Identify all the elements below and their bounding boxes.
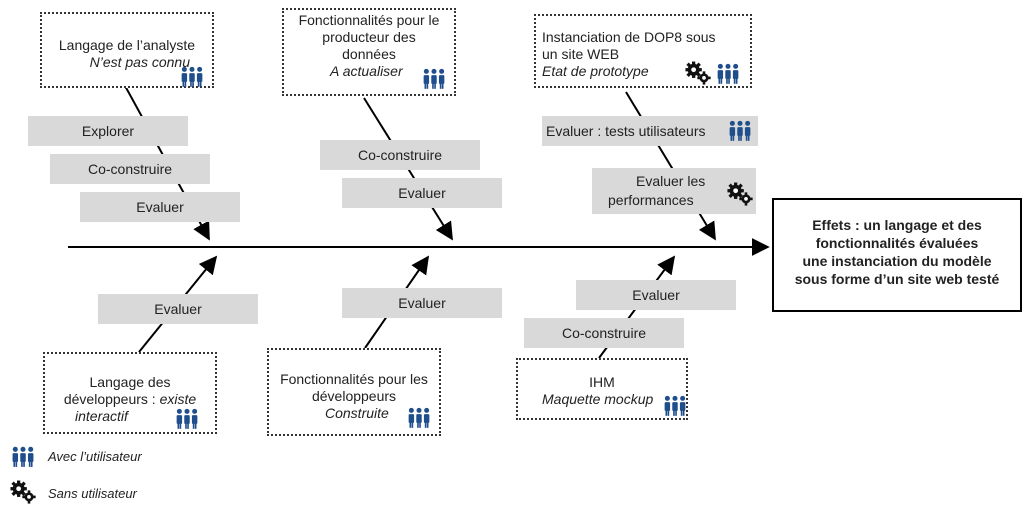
tag-evaluer: Evaluer xyxy=(98,294,258,324)
producer-features-box: Fonctionnalités pour le producteur des d… xyxy=(282,8,456,96)
dev-features-box: Fonctionnalités pour les développeurs Co… xyxy=(267,348,441,436)
users-icon xyxy=(716,63,740,85)
box-status: N’est pas connu xyxy=(89,54,190,70)
box-line: données xyxy=(342,46,396,62)
tag-evaluer: Evaluer xyxy=(576,280,736,310)
tag-performance: Evaluer les performances xyxy=(592,168,756,214)
box-line: Fonctionnalités pour les xyxy=(280,371,428,387)
tag-evaluer: Evaluer xyxy=(80,192,240,222)
tag-co-construire: Co-construire xyxy=(320,140,480,170)
box-text: développeurs : xyxy=(63,391,160,407)
tag-co-construire: Co-construire xyxy=(524,318,684,348)
users-icon xyxy=(10,446,36,468)
box-line: un site WEB xyxy=(542,46,620,62)
box-line: Fonctionnalités pour le xyxy=(298,12,440,28)
effect-line: sous forme d’un site web testé xyxy=(794,271,1000,287)
tag-label: performances xyxy=(608,192,694,208)
tag-label: Evaluer les xyxy=(636,173,706,189)
users-icon xyxy=(175,408,199,430)
box-status: interactif xyxy=(75,408,128,424)
legend-without-user: Sans utilisateur xyxy=(48,486,137,501)
branch-dop8 xyxy=(625,91,716,241)
tag-label: Evaluer : tests utilisateurs xyxy=(546,123,706,139)
gears-icon xyxy=(684,61,712,85)
analyst-language-box: Langage de l’analyste N’est pas connu xyxy=(40,12,214,88)
dev-language-box: Langage des développeurs : existe intera… xyxy=(43,352,217,434)
box-line: IHM xyxy=(589,374,615,390)
tag-evaluer: Evaluer xyxy=(342,178,502,208)
box-line: Langage des xyxy=(89,374,171,390)
box-line: Instanciation de DOP8 sous xyxy=(542,29,716,45)
box-status: Etat de prototype xyxy=(542,63,649,79)
users-icon xyxy=(422,68,446,90)
effects-box: Effets : un langage et des fonctionnalit… xyxy=(772,198,1022,312)
tag-co-construire: Co-construire xyxy=(50,154,210,184)
users-icon xyxy=(728,120,752,142)
ihm-box: IHM Maquette mockup xyxy=(516,358,688,420)
gears-icon xyxy=(9,480,37,504)
box-status: Construite xyxy=(325,405,389,421)
box-status: Maquette mockup xyxy=(542,391,654,407)
box-line: producteur des xyxy=(322,29,416,45)
tag-user-tests: Evaluer : tests utilisateurs xyxy=(542,116,758,146)
box-status: A actualiser xyxy=(330,63,403,79)
users-icon xyxy=(180,66,204,88)
dop8-instance-box: Instanciation de DOP8 sous un site WEB E… xyxy=(534,14,752,88)
gears-icon xyxy=(726,182,754,206)
effect-line: fonctionnalités évaluées xyxy=(815,235,979,251)
box-line: développeurs xyxy=(311,388,397,404)
users-icon xyxy=(407,407,431,429)
legend-with-user: Avec l’utilisateur xyxy=(48,449,142,464)
effect-line: Effets : un langage et des xyxy=(812,217,982,233)
box-line: Langage de l’analyste xyxy=(58,37,196,53)
tag-evaluer: Evaluer xyxy=(342,288,502,318)
box-line: développeurs : existe xyxy=(45,391,215,408)
tag-explorer: Explorer xyxy=(28,116,188,146)
users-icon xyxy=(663,395,687,417)
box-status: existe xyxy=(159,391,197,407)
effect-line: une instanciation du modèle xyxy=(802,253,992,269)
